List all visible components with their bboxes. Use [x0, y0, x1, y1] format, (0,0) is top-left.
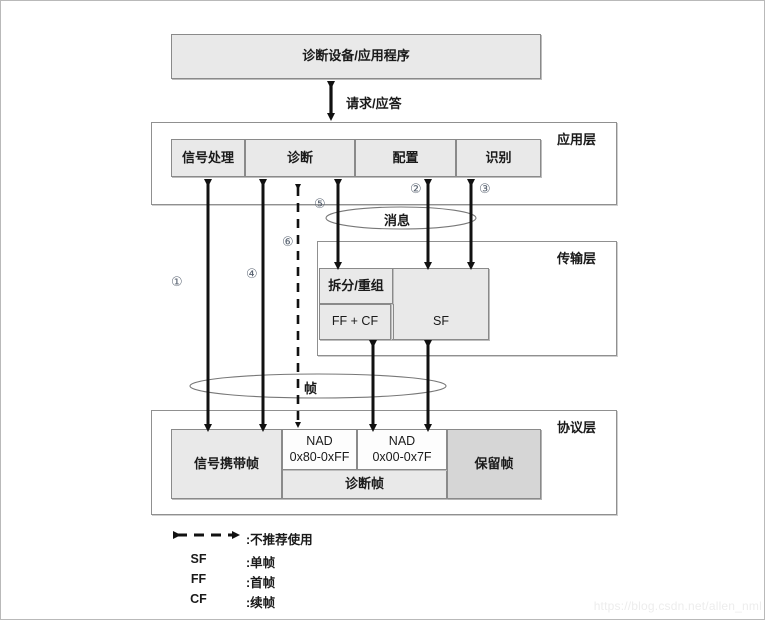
block-diagnostic-frame: 诊断帧 [282, 470, 447, 499]
block-segmentation-reassembly: 拆分/重组 [319, 268, 393, 304]
legend-cf-value: :续帧 [246, 596, 276, 610]
block-reserved-frame-label: 保留帧 [474, 455, 514, 471]
legend-ff-key: FF [190, 572, 207, 586]
block-sf-label: SF [433, 313, 449, 328]
watermark: https://blog.csdn.net/allen_nml [593, 599, 762, 613]
application-layer-label: 应用层 [557, 132, 597, 147]
block-signal-processing: 信号处理 [171, 139, 245, 177]
block-nad-low: NAD 0x00-0x7F [357, 429, 447, 470]
legend-cf-key: CF [190, 592, 207, 606]
legend-dashed-arrow-value: :不推荐使用 [246, 533, 313, 547]
block-segmentation-reassembly-label: 拆分/重组 [328, 277, 384, 293]
block-diagnostic-frame-label: 诊断帧 [344, 476, 384, 492]
marker-6: ⑥ [282, 234, 294, 249]
diagnostic-tester-label: 诊断设备/应用程序 [302, 48, 410, 64]
block-nad-high-line2: 0x80-0xFF [289, 449, 350, 464]
block-signal-carrying-frame: 信号携带帧 [171, 429, 282, 499]
legend-sf-key: SF [190, 552, 207, 566]
transport-layer-label: 传输层 [557, 251, 597, 266]
message-flow-label: 消息 [384, 213, 411, 228]
block-reserved-frame: 保留帧 [447, 429, 541, 499]
marker-3: ③ [479, 181, 491, 196]
legend-ff-value: :首帧 [246, 576, 276, 590]
block-diagnostics-label: 诊断 [286, 149, 313, 165]
block-nad-high-line1: NAD [306, 433, 333, 448]
request-response-label: 请求/应答 [346, 96, 402, 111]
block-ff-cf: FF + CF [319, 304, 391, 340]
block-configuration-label: 配置 [392, 149, 419, 165]
block-diagnostics: 诊断 [245, 139, 355, 177]
block-nad-low-line1: NAD [388, 433, 416, 448]
legend-sf-value: :单帧 [246, 556, 276, 570]
protocol-layer-label: 协议层 [557, 420, 597, 435]
block-nad-low-line2: 0x00-0x7F [372, 449, 432, 464]
marker-1: ① [171, 274, 183, 289]
block-signal-processing-label: 信号处理 [181, 149, 234, 165]
block-sf: SF [393, 304, 489, 340]
block-identification: 识别 [456, 139, 541, 177]
marker-4: ④ [246, 266, 258, 281]
marker-5: ⑤ [314, 196, 326, 211]
marker-2: ② [410, 181, 422, 196]
block-configuration: 配置 [355, 139, 456, 177]
diagnostic-tester-box: 诊断设备/应用程序 [171, 34, 541, 79]
frame-flow-label: 帧 [304, 381, 318, 396]
block-identification-label: 识别 [485, 149, 512, 165]
frame-ellipse [189, 373, 447, 399]
block-ff-cf-label: FF + CF [331, 314, 379, 329]
block-signal-carrying-frame-label: 信号携带帧 [193, 455, 259, 471]
block-nad-high: NAD 0x80-0xFF [282, 429, 357, 470]
